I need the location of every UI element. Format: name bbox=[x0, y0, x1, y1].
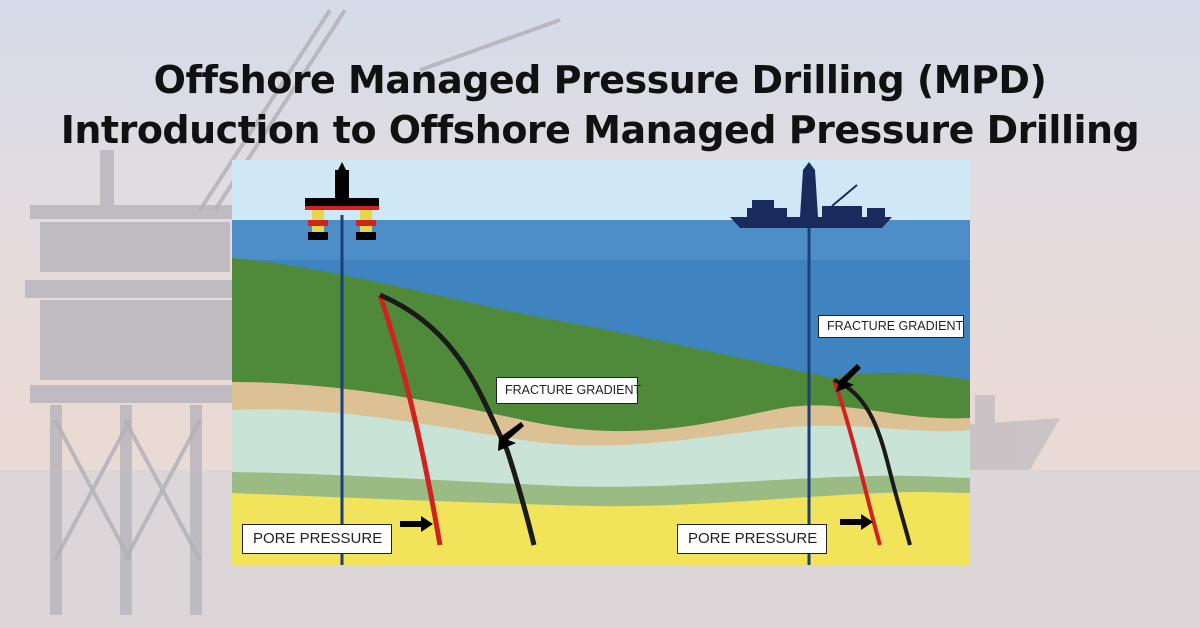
fracture-gradient-label-right: FRACTURE GRADIENT bbox=[818, 315, 964, 338]
pore-pressure-label-right: PORE PRESSURE bbox=[677, 524, 827, 554]
pore-pressure-line-left bbox=[377, 294, 443, 546]
arrow-icon bbox=[836, 364, 861, 392]
mpd-diagram bbox=[232, 160, 970, 565]
semisubmersible-rig-icon bbox=[305, 162, 379, 240]
arrow-icon bbox=[498, 422, 524, 451]
page-subtitle: Introduction to Offshore Managed Pressur… bbox=[60, 108, 1140, 152]
drillship-icon bbox=[730, 162, 892, 228]
page-title: Offshore Managed Pressure Drilling (MPD) bbox=[153, 58, 1047, 102]
fracture-gradient-line-left bbox=[379, 292, 537, 546]
fracture-gradient-label-left: FRACTURE GRADIENT bbox=[496, 377, 641, 404]
fracture-gradient-line-right bbox=[833, 378, 912, 546]
arrow-icon bbox=[400, 516, 433, 532]
arrow-icon bbox=[840, 514, 873, 530]
pore-pressure-line-right bbox=[832, 379, 882, 546]
pore-pressure-label-left: PORE PRESSURE bbox=[242, 524, 392, 554]
